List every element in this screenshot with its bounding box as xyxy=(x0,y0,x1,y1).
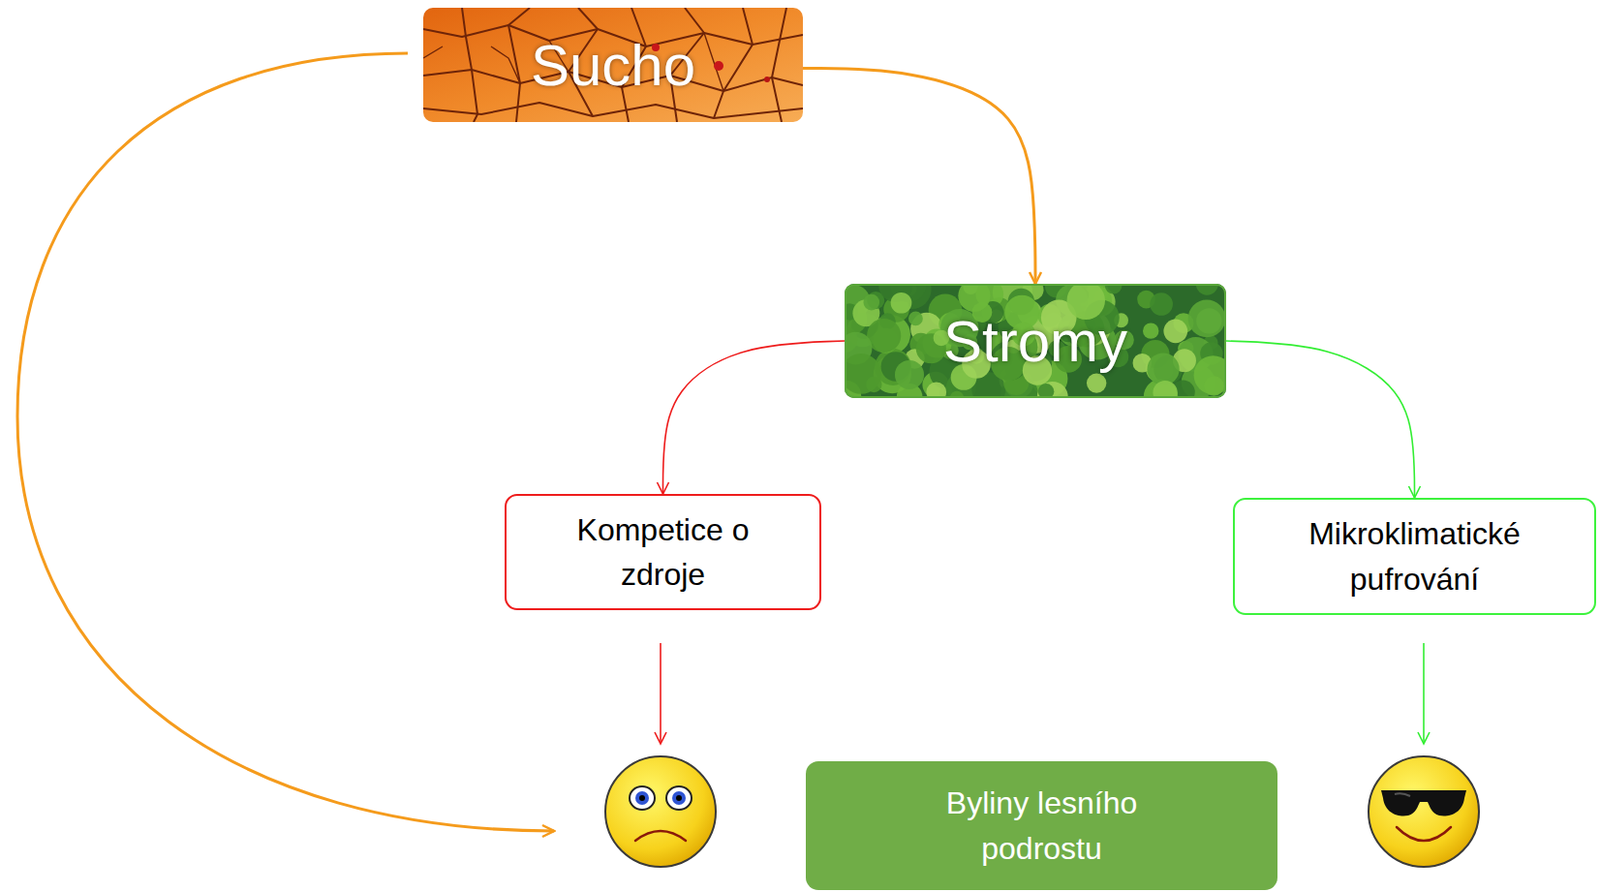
soil-spot xyxy=(713,61,724,71)
tree-crown xyxy=(891,292,913,314)
trees-box: Stromy xyxy=(844,283,1227,399)
tree-crown xyxy=(1038,383,1055,399)
drought-arrow xyxy=(802,68,1036,284)
eye xyxy=(666,786,692,810)
soil-spot xyxy=(764,76,770,83)
negative-effect-arrow xyxy=(659,643,662,744)
tree-crown xyxy=(908,310,924,326)
drought-box: Sucho xyxy=(423,7,803,123)
buffering-arrow xyxy=(1226,340,1416,498)
face xyxy=(605,756,716,867)
crack xyxy=(771,7,787,123)
node-label: Sucho xyxy=(530,23,696,108)
iris xyxy=(635,791,649,805)
tree-crown xyxy=(1146,353,1179,386)
cool-smiley xyxy=(1368,756,1479,867)
tree-crown xyxy=(894,360,924,390)
iris xyxy=(672,791,686,805)
tree-crown xyxy=(862,294,880,311)
soil-cracks xyxy=(423,7,803,123)
drought-picture xyxy=(423,7,803,123)
node-label: Kompetice o zdroje xyxy=(558,507,768,598)
competition-arrow xyxy=(663,340,846,494)
face xyxy=(1368,756,1479,867)
forest-picture xyxy=(844,283,1227,399)
buffering-box: Mikroklimatické pufrování xyxy=(1232,497,1597,616)
tree-crown xyxy=(957,283,990,312)
node-label: Mikroklimatické pufrování xyxy=(1269,511,1561,602)
glasses-shine xyxy=(1394,793,1411,797)
tree-crown xyxy=(1163,319,1188,344)
positive-effect-arrow xyxy=(1422,643,1425,744)
competition-box: Kompetice o zdroje xyxy=(504,493,822,611)
tree-crown xyxy=(1149,292,1173,316)
tree-crown xyxy=(925,382,947,399)
tree-crown xyxy=(844,353,882,395)
node-label: Stromy xyxy=(943,299,1128,384)
tree-crown xyxy=(1142,322,1159,339)
drought-direct-arrow xyxy=(17,53,554,831)
frown xyxy=(635,830,686,841)
sad-smiley xyxy=(605,756,716,867)
pupil xyxy=(676,795,682,801)
tree-crown xyxy=(1188,299,1227,338)
canopy-ground xyxy=(844,283,1227,399)
soil-ground xyxy=(423,7,803,123)
tree-crown xyxy=(1152,380,1177,399)
node-label: Byliny lesního podrostu xyxy=(916,780,1169,871)
sunglasses xyxy=(1381,790,1467,816)
pupil xyxy=(639,795,646,801)
crack xyxy=(423,102,803,119)
herbs-box: Byliny lesního podrostu xyxy=(805,761,1278,891)
smile xyxy=(1396,827,1451,841)
crack xyxy=(713,7,753,119)
tree-crown xyxy=(1086,372,1107,393)
canopy-crowns xyxy=(844,283,1227,399)
eye xyxy=(629,786,655,810)
crack xyxy=(461,7,478,123)
tree-crown xyxy=(1203,375,1224,396)
